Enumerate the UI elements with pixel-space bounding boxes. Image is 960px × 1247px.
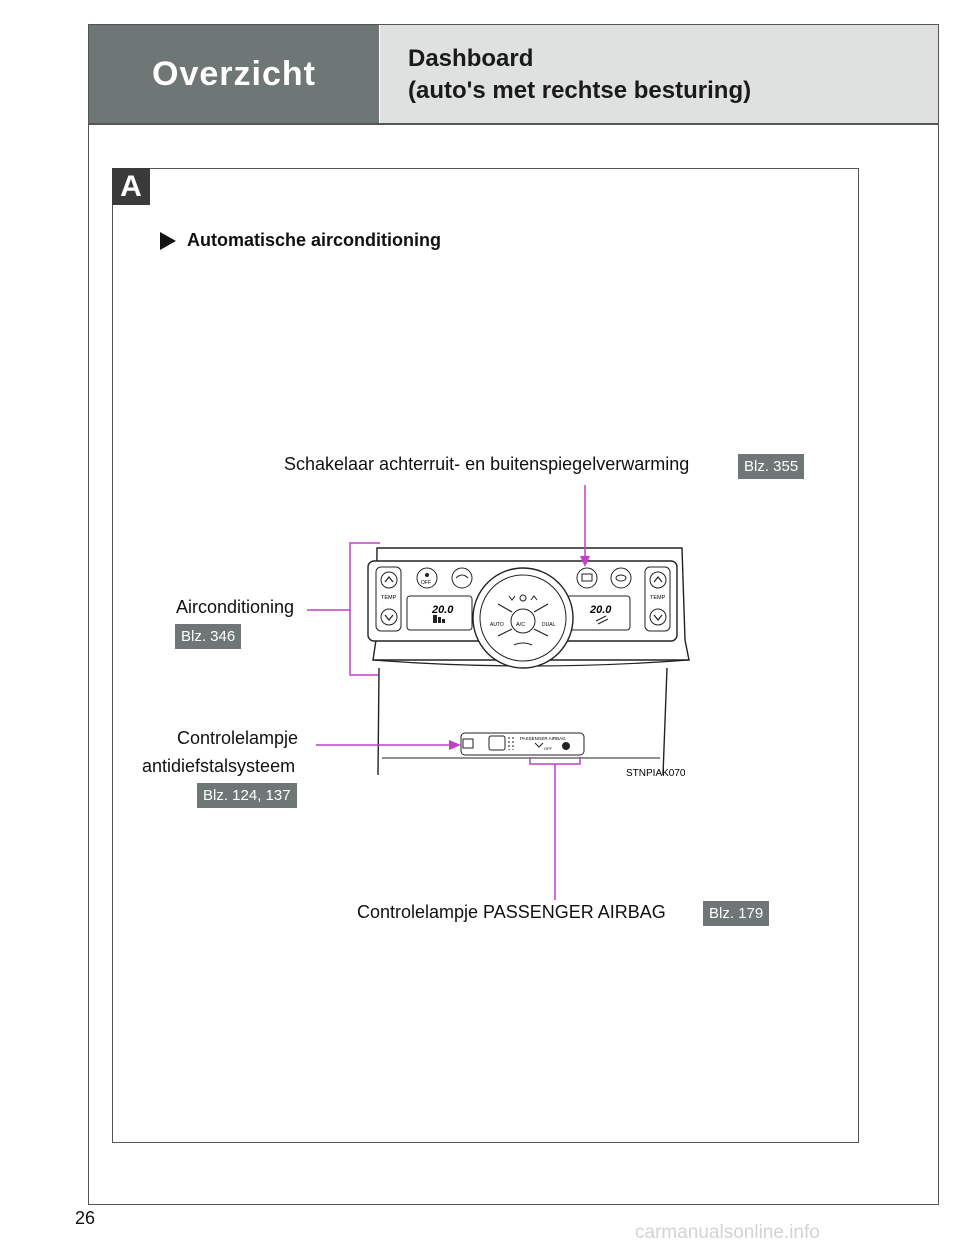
page-title-line1: Dashboard [408, 45, 534, 72]
subheading: Automatische airconditioning [160, 230, 441, 251]
ac-button [510, 608, 536, 634]
page-number: 26 [75, 1208, 96, 1228]
left-temp-down-button [380, 608, 398, 626]
auto-label: AUTO [490, 622, 504, 628]
rear-defogger-button [576, 567, 598, 589]
page-ref-theft: Blz. 124, 137 [197, 783, 297, 808]
left-temp-label: TEMP [381, 595, 397, 601]
arrow-head-theft-icon [449, 740, 461, 750]
callout-bracket-ac [349, 542, 380, 676]
airbag-panel-label: PASSENGER AIRBAG [520, 736, 566, 741]
watermark: carmanualsonline.info [635, 1222, 820, 1243]
left-temp-up-button [380, 571, 398, 589]
seatbelt-indicator-icon [488, 735, 506, 751]
callout-label-ac: Airconditioning [176, 597, 295, 617]
image-code: STNPIAK070 [626, 768, 686, 779]
page-ref-airbag: Blz. 179 [703, 901, 770, 926]
page-frame [88, 24, 939, 1205]
callout-label-theft-line2: antidiefstalsysteem [142, 756, 296, 776]
passenger-airbag-off-icon [534, 742, 544, 748]
ac-label: A/C [516, 622, 525, 628]
left-temp-display-value: 20.0 [431, 604, 454, 616]
off-button [416, 567, 438, 589]
off-label: OFF [421, 580, 431, 586]
passenger-airbag-on-icon [562, 742, 570, 750]
callout-label-airbag: Controlelampje PASSENGER AIRBAG [357, 902, 666, 922]
triangle-bullet-icon [160, 231, 176, 250]
section-tab: Overzicht [89, 25, 379, 123]
page-ref-defogger: Blz. 355 [738, 454, 805, 479]
right-temp-display-value: 20.0 [589, 604, 612, 616]
right-temp-label: TEMP [650, 595, 666, 601]
callout-label-theft-line1: Controlelampje [177, 728, 299, 748]
recirculation-button [610, 567, 632, 589]
section-title: Overzicht [152, 54, 316, 93]
front-defrost-button [451, 567, 473, 589]
content-box [112, 168, 859, 1143]
page-ref-ac: Blz. 346 [175, 624, 242, 649]
right-temp-up-button [649, 571, 667, 589]
page-header: Dashboard (auto's met rechtse besturing) [380, 25, 938, 123]
header-divider [89, 123, 938, 125]
dual-label: DUAL [542, 622, 556, 628]
left-temp-display [406, 595, 473, 631]
callout-label-defogger: Schakelaar achterruit- en buitenspiegelv… [284, 454, 690, 474]
section-badge: A [112, 168, 150, 205]
subheading-text: Automatische airconditioning [187, 230, 442, 250]
airbag-off-label: OFF [544, 746, 553, 751]
arrow-head-defogger-icon [580, 556, 590, 567]
right-temp-down-button [649, 608, 667, 626]
page-title-line2: (auto's met rechtse besturing) [408, 77, 752, 104]
security-indicator-icon [462, 738, 474, 749]
fan-icon [519, 594, 527, 602]
